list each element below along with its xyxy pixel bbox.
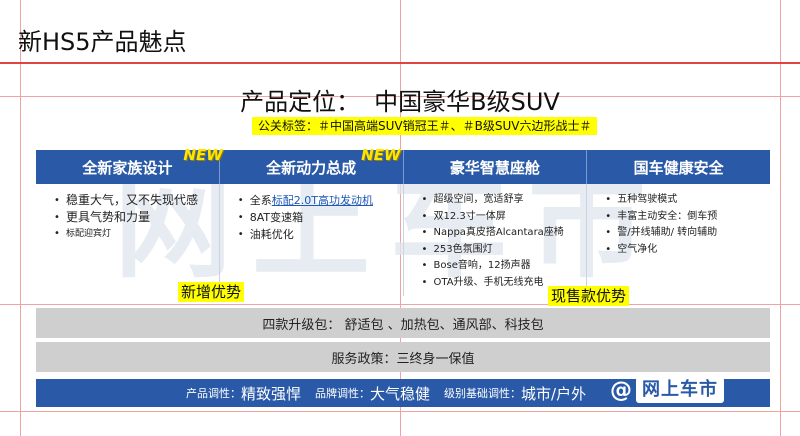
brand-tone-label: 品牌调性： [315, 387, 371, 400]
page-title: 新HS5产品魅点 [18, 28, 187, 56]
service-policy-bar: 服务政策：三终身一保值 [36, 342, 770, 372]
column-cockpit: 超级空间，宽适舒享 双12.3寸一体屏 Nappa真皮搭Alcantara座椅 … [404, 184, 588, 296]
list-item: 空气净化 [605, 242, 760, 259]
logo-text: 网上车市 [636, 377, 724, 403]
new-advantage-note: 新增优势 [178, 282, 245, 302]
list-item: 8AT变速箱 [238, 209, 393, 226]
list-item: 丰富主动安全：倒车预 [605, 209, 760, 226]
list-item: 253色氛围灯 [422, 242, 577, 259]
list-item: 双12.3寸一体屏 [422, 209, 577, 226]
guide-line [780, 0, 781, 436]
column-safety: 五种驾驶模式 丰富主动安全：倒车预 警/并线辅助/ 转向辅助 空气净化 [587, 184, 770, 296]
column-title-text: 全新家族设计 [82, 158, 173, 177]
column-title-design: 全新家族设计 NEW [36, 146, 223, 184]
product-tone-value: 精致强悍 [241, 384, 302, 403]
pr-tags: 公关标签：＃中国高端SUV销冠王＃、＃B级SUV六边形战士＃ [252, 117, 598, 135]
column-powertrain: 全系标配2.0T高功发动机 8AT变速箱 油耗优化 [220, 184, 404, 296]
list-item: OTA升级、手机无线充电 [422, 275, 577, 292]
guide-line [20, 0, 21, 436]
current-advantage-note: 现售款优势 [548, 286, 630, 306]
pr-tags-value: ＃中国高端SUV销冠王＃、＃B级SUV六边形战士＃ [318, 119, 592, 133]
level-tone-value: 城市/户外 [521, 384, 587, 403]
list-item-continuation: 警/并线辅助/ 转向辅助 [617, 227, 718, 238]
list-item: 五种驾驶模式 [605, 192, 760, 209]
brand-tone-value: 大气稳健 [370, 384, 431, 403]
level-tone-label: 级别基础调性： [444, 387, 522, 400]
feature-header: 全新家族设计 NEW 全新动力总成 NEW 豪华智慧座舱 国车健康安全 [36, 146, 770, 184]
list-item: 油耗优化 [238, 226, 393, 243]
list-item: 稳重大气，又不失现代感 [54, 192, 209, 209]
positioning-value: 中国豪华B级SUV [374, 88, 560, 116]
list-item: 全系标配2.0T高功发动机 [238, 192, 393, 209]
list-item: Bose音响，12扬声器 [422, 258, 577, 275]
product-positioning: 产品定位： 中国豪华B级SUV [0, 82, 800, 117]
column-title-text: 豪华智慧座舱 [449, 158, 540, 177]
column-title-powertrain: 全新动力总成 NEW [220, 146, 404, 184]
list-item-prefix: 全系 [249, 194, 272, 207]
list-item: 标配迎宾灯 [54, 226, 209, 242]
site-logo: @ 网上车市 [610, 374, 724, 406]
title-divider [0, 62, 800, 64]
pr-tags-label: 公关标签： [258, 119, 319, 133]
tone-bar: 产品调性： 精致强悍 品牌调性： 大气稳健 级别基础调性： 城市/户外 [36, 379, 770, 407]
positioning-label: 产品定位： [240, 88, 361, 116]
feature-body: 稳重大气，又不失现代感 更具气势和力量 标配迎宾灯 全系标配2.0T高功发动机 … [36, 184, 770, 296]
new-badge: NEW [361, 146, 401, 164]
column-title-text: 全新动力总成 [266, 158, 357, 177]
list-item: 警/并线辅助/ 转向辅助 [605, 225, 760, 242]
column-design: 稳重大气，又不失现代感 更具气势和力量 标配迎宾灯 [36, 184, 220, 296]
upgrade-packages-bar: 四款升级包： 舒适包 、加热包、通风部、科技包 [36, 308, 770, 338]
column-title-safety: 国车健康安全 [587, 150, 770, 184]
list-item: Nappa真皮搭Alcantara座椅 [422, 225, 577, 242]
product-tone-label: 产品调性： [186, 387, 241, 400]
list-item: 更具气势和力量 [54, 209, 209, 226]
list-item: 超级空间，宽适舒享 [422, 192, 577, 209]
guide-line [400, 0, 401, 436]
new-badge: NEW [183, 146, 223, 164]
column-title-cockpit: 豪华智慧座舱 [404, 150, 588, 184]
engine-link[interactable]: 标配2.0T高功发动机 [271, 194, 373, 207]
column-title-text: 国车健康安全 [633, 158, 724, 177]
logo-at-icon: @ [610, 377, 632, 403]
